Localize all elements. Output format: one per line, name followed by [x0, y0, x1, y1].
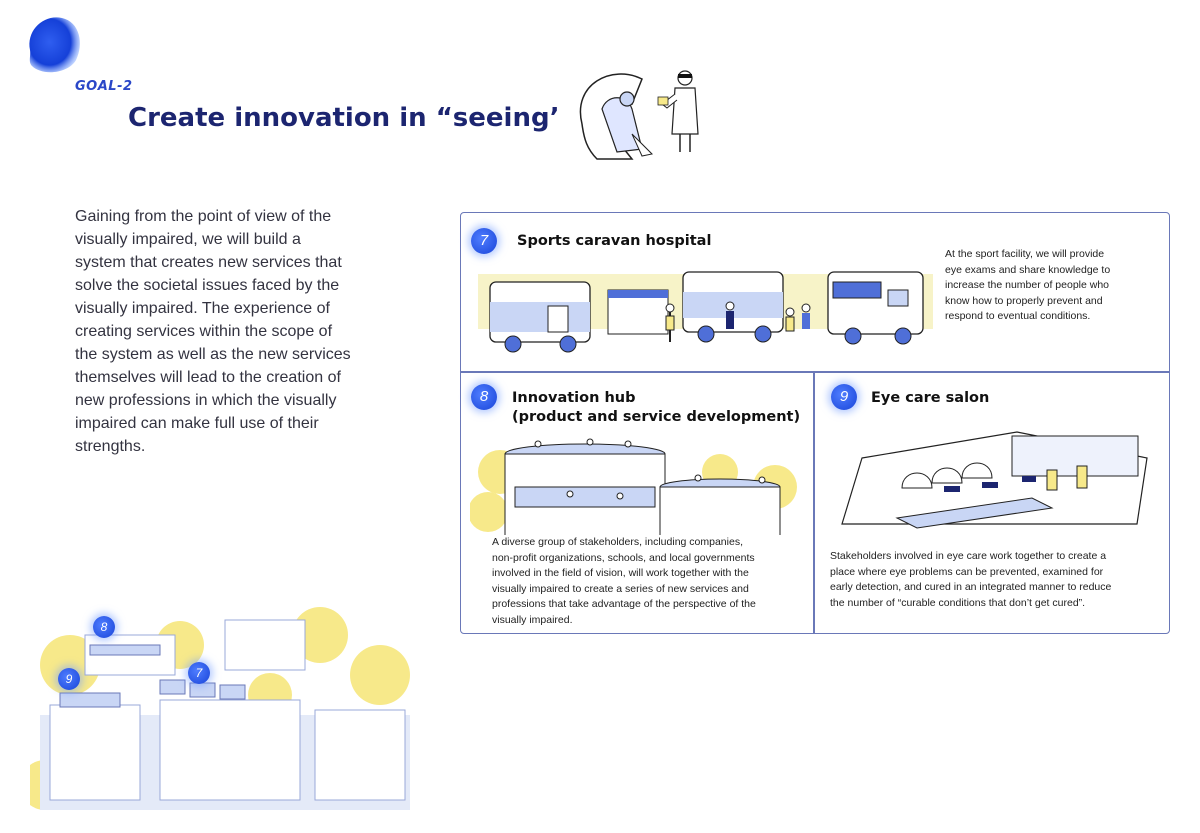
- goal-label: GOAL-2: [75, 79, 133, 94]
- map-marker-9: 9: [58, 668, 80, 690]
- decorative-blue-blob: [29, 17, 80, 73]
- map-marker-8: 8: [93, 616, 115, 638]
- section-7-title: Sports caravan hospital: [517, 233, 712, 249]
- section-7-number-badge: 7: [471, 228, 497, 254]
- section-9-description: Stakeholders involved in eye care work t…: [830, 549, 1165, 611]
- map-marker-7: 7: [188, 662, 210, 684]
- section-8-title: Innovation hub (product and service deve…: [512, 390, 801, 425]
- section-9-number-badge: 9: [831, 384, 857, 410]
- section-9-title: Eye care salon: [871, 390, 990, 406]
- section-8-description: A diverse group of stakeholders, includi…: [492, 535, 802, 628]
- eye-exam-illustration: [579, 70, 699, 160]
- section-8-number-badge: 8: [471, 384, 497, 410]
- panel-divider-horizontal: [460, 371, 1170, 373]
- intro-paragraph: Gaining from the point of view of the vi…: [75, 208, 351, 455]
- caravan-hospital-illustration: [478, 271, 933, 353]
- eye-care-salon-illustration: [841, 431, 1148, 529]
- city-map-illustration: [30, 607, 410, 810]
- panel-divider-vertical: [813, 372, 815, 634]
- innovation-hub-illustration: [470, 438, 797, 542]
- section-7-description: At the sport facility, we will provide e…: [945, 247, 1160, 325]
- page-title: Create innovation in “seeing’: [128, 103, 560, 133]
